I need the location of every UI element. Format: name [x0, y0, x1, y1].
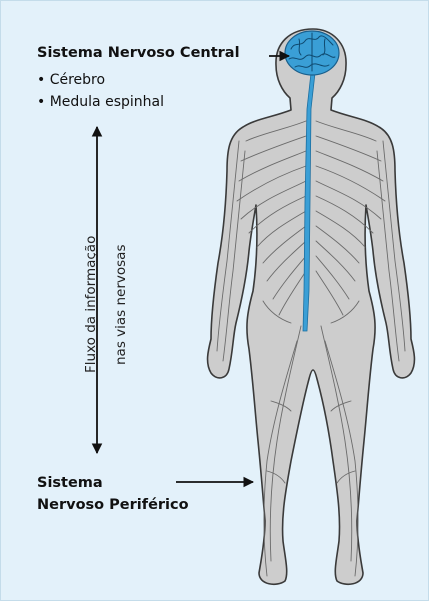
cns-title: Sistema Nervoso Central — [37, 45, 240, 61]
pns-title-line-2: Nervoso Periférico — [37, 494, 189, 516]
flow-label-line-1: Fluxo da informação — [83, 236, 99, 373]
flow-label-line-2: nas vias nervosas — [113, 245, 129, 366]
pns-title: Sistema Nervoso Periférico — [37, 472, 189, 516]
cns-item-brain: Cérebro — [37, 69, 164, 91]
cns-item-spinal-cord: Medula espinhal — [37, 91, 164, 113]
pns-title-line-1: Sistema — [37, 472, 189, 494]
cns-list: Cérebro Medula espinhal — [37, 69, 164, 113]
